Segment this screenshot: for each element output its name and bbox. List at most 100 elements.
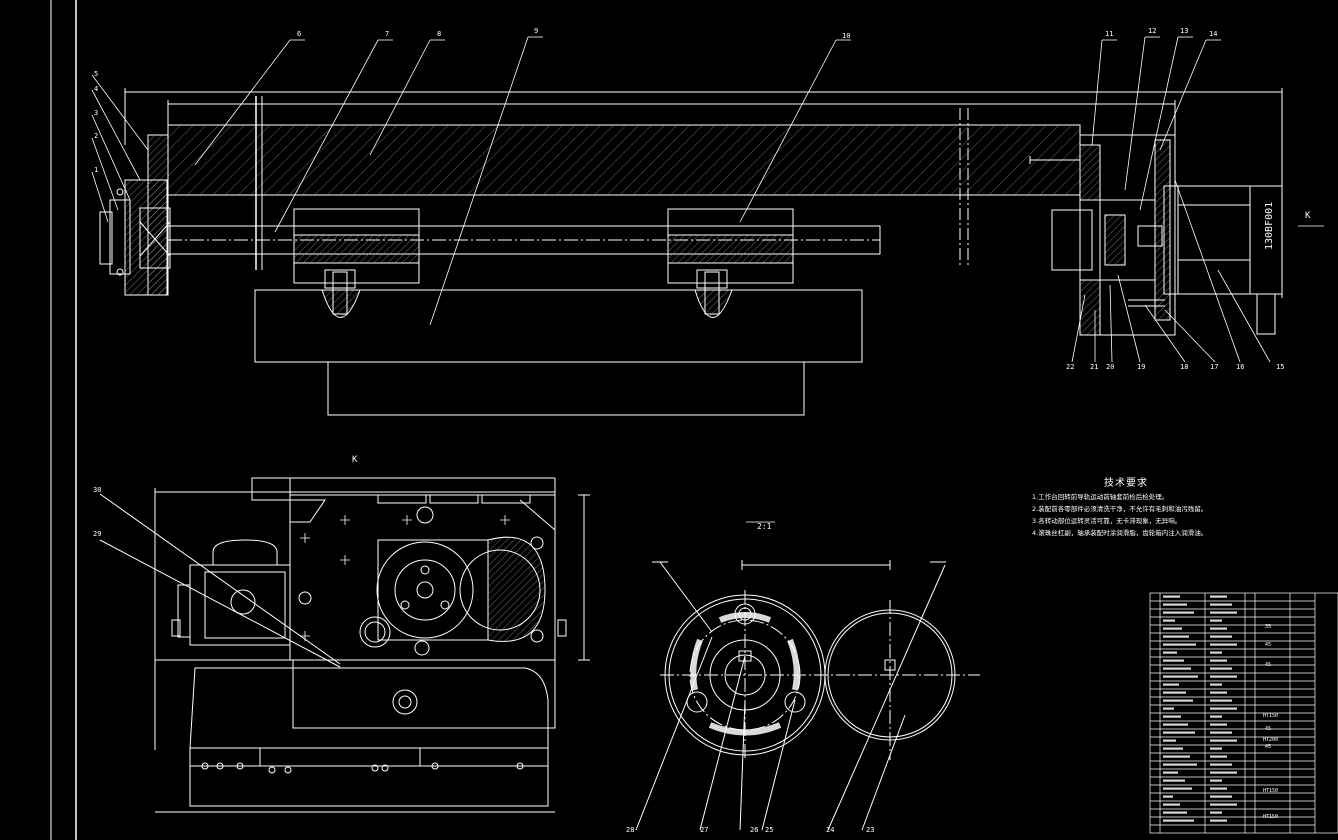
material-cell: 45	[1265, 726, 1271, 732]
material-cell: 45	[1265, 642, 1271, 648]
part-label: 22	[1066, 363, 1074, 371]
table-cell-glyph	[1210, 811, 1222, 814]
table-cell-glyph	[1163, 699, 1193, 702]
part-label: 12	[1148, 27, 1156, 35]
part-label: 3	[94, 109, 98, 117]
table-cell-glyph	[1163, 811, 1187, 814]
nut-carriage-right	[667, 208, 794, 318]
table-cell-glyph	[1163, 755, 1190, 758]
table-cell-glyph	[1163, 627, 1182, 630]
technical-requirements-title: 技术要求	[1104, 478, 1148, 489]
technical-requirement-item: 2.装配前各零部件必须清洗干净，不允许有毛刺和油污残留。	[1032, 505, 1208, 513]
table-cell-glyph	[1163, 611, 1194, 614]
table-cell-glyph	[1210, 627, 1227, 630]
part-label: 29	[93, 530, 101, 538]
part-numbers-section: 28 27 26 25 24 23	[626, 826, 874, 834]
table-cell-glyph	[1210, 739, 1237, 742]
table-cell-glyph	[1210, 707, 1237, 710]
part-numbers-bottom-right: 22 21 20 19 18 17 16 15	[1066, 363, 1284, 371]
material-cell: 35	[1265, 624, 1271, 630]
part-label: 28	[626, 826, 634, 834]
table-cell-glyph	[1210, 763, 1232, 766]
technical-requirement-item: 1.工作台回转前导轨运动前轴套前检后检处理。	[1032, 493, 1169, 501]
table-cell-glyph	[1210, 771, 1237, 774]
motor-model-label: 130BF001	[1264, 202, 1275, 250]
table-cell-glyph	[1163, 803, 1180, 806]
part-numbers-side: 30 29	[93, 486, 101, 538]
table-cell-glyph	[1210, 795, 1232, 798]
table-cell-glyph	[1210, 747, 1222, 750]
parts-table-fill	[1163, 595, 1237, 822]
table-cell-glyph	[1163, 723, 1188, 726]
material-cell: HT200	[1263, 737, 1278, 743]
table-cell-glyph	[1210, 643, 1237, 646]
part-label: 6	[297, 30, 301, 38]
part-label: 27	[700, 826, 708, 834]
table-cell-glyph	[1210, 691, 1227, 694]
front-view	[99, 88, 1283, 416]
part-label: 17	[1210, 363, 1218, 371]
table-cell-glyph	[1210, 723, 1227, 726]
technical-requirements: 技术要求 1.工作台回转前导轨运动前轴套前检后检处理。 2.装配前各零部件必须清…	[1032, 474, 1332, 537]
technical-requirement-item: 4.滚珠丝杠副，轴承装配时涂润滑脂，齿轮箱内注入润滑油。	[1032, 529, 1208, 537]
table-cell-glyph	[1163, 619, 1175, 622]
part-label: 20	[1106, 363, 1114, 371]
view-letter-k-arrow: K	[1305, 211, 1311, 221]
technical-requirement-item: 3.各转动部位运转灵活可靠，无卡滞现象，无异响。	[1032, 517, 1182, 525]
table-cell-glyph	[1210, 667, 1232, 670]
table-cell-glyph	[1210, 595, 1227, 598]
material-cell: HT150	[1263, 814, 1278, 820]
part-label: 9	[534, 27, 538, 35]
table-cell-glyph	[1163, 635, 1189, 638]
part-numbers-top: 6 7 8 9 10 11 12 13 14	[297, 27, 1217, 40]
table-cell-glyph	[1210, 659, 1227, 662]
table-cell-glyph	[1163, 731, 1195, 734]
part-label: 4	[94, 85, 98, 93]
table-cell-glyph	[1210, 731, 1232, 734]
table-cell-glyph	[1163, 763, 1197, 766]
table-cell-glyph	[1210, 603, 1232, 606]
side-view-k	[99, 477, 590, 813]
parts-table-materials: 35 45 45 HT150 45 HT200 45 HT150 HT150	[1263, 624, 1278, 820]
part-label: 2	[94, 132, 98, 140]
part-label: 13	[1180, 27, 1188, 35]
table-cell-glyph	[1163, 651, 1177, 654]
part-label: 16	[1236, 363, 1244, 371]
part-label: 24	[826, 826, 834, 834]
parts-table	[1149, 592, 1338, 834]
part-label: 14	[1209, 30, 1217, 38]
table-cell-glyph	[1163, 667, 1191, 670]
table-cell-glyph	[1210, 779, 1222, 782]
part-label: 8	[437, 30, 441, 38]
table-cell-glyph	[1163, 683, 1179, 686]
table-cell-glyph	[1210, 635, 1232, 638]
table-cell-glyph	[1210, 819, 1227, 822]
table-cell-glyph	[1163, 715, 1181, 718]
nut-carriage-left	[293, 208, 420, 318]
part-label: 15	[1276, 363, 1284, 371]
table-cell-glyph	[1210, 715, 1222, 718]
table-cell-glyph	[1210, 651, 1222, 654]
table-cell-glyph	[1210, 683, 1222, 686]
table-cell-glyph	[1163, 771, 1178, 774]
part-label: 21	[1090, 363, 1098, 371]
table-cell-glyph	[1163, 643, 1196, 646]
part-label: 26	[750, 826, 758, 834]
table-cell-glyph	[1210, 787, 1227, 790]
sheet-border	[50, 0, 77, 840]
table-cell-glyph	[1163, 779, 1185, 782]
part-label: 19	[1137, 363, 1145, 371]
table-cell-glyph	[1163, 739, 1176, 742]
table-cell-glyph	[1163, 787, 1192, 790]
part-label: 10	[842, 32, 850, 40]
part-label: 11	[1105, 30, 1113, 38]
gear-section	[635, 560, 980, 831]
table-cell-glyph	[1163, 603, 1187, 606]
table-cell-glyph	[1163, 659, 1184, 662]
table-cell-glyph	[1210, 699, 1232, 702]
section-label: 2:1	[757, 522, 772, 531]
table-cell-glyph	[1163, 819, 1194, 822]
table-cell-glyph	[1210, 755, 1227, 758]
view-letter-k: K	[352, 455, 358, 465]
